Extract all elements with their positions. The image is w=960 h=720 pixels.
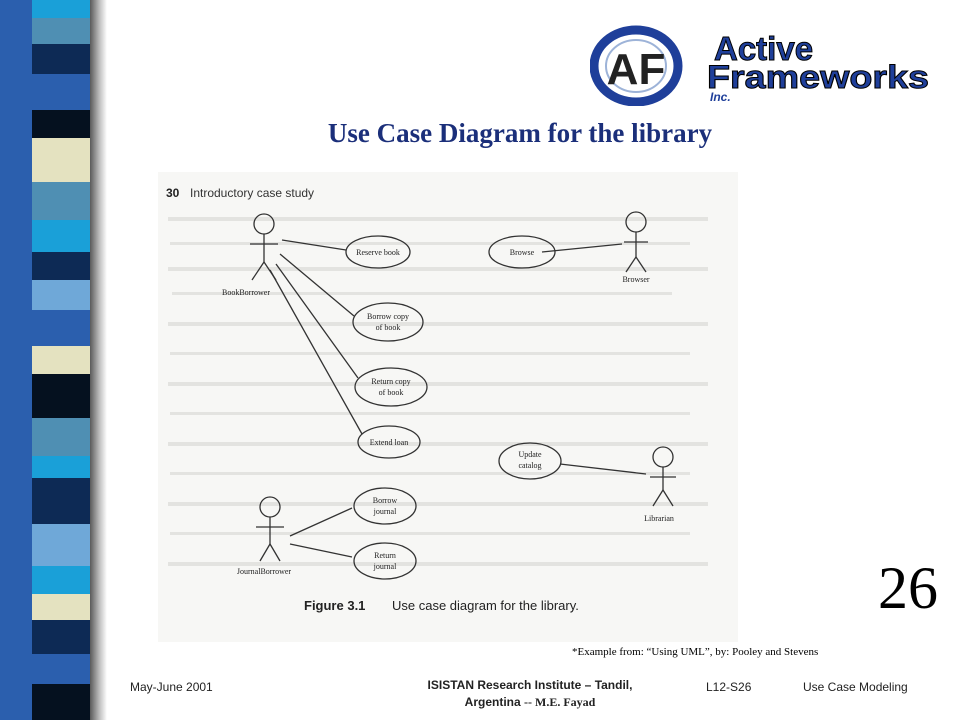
logo-text-active: Active bbox=[714, 30, 813, 67]
association-line bbox=[289, 507, 353, 537]
usecase-return-copy bbox=[354, 367, 428, 407]
side-block bbox=[32, 182, 90, 220]
side-block bbox=[32, 684, 90, 720]
footer-author: -- M.E. Fayad bbox=[524, 695, 596, 709]
figure-caption: Use case diagram for the library. bbox=[392, 598, 579, 613]
logo-text-inc: Inc. bbox=[710, 90, 731, 104]
usecase-label: journal bbox=[373, 507, 397, 516]
footer-institute-line2: Argentina -- M.E. Fayad bbox=[395, 694, 665, 711]
usecase-label: Return copy bbox=[371, 377, 410, 386]
usecase-update-catalog bbox=[498, 442, 562, 480]
side-block bbox=[32, 594, 90, 620]
actor-label: BookBorrower bbox=[222, 288, 270, 297]
usecase-label: catalog bbox=[518, 461, 541, 470]
usecase-label: Return bbox=[374, 551, 396, 560]
usecase-extend-loan bbox=[357, 425, 421, 459]
logo-ring bbox=[590, 25, 683, 106]
actor-librarian bbox=[650, 446, 676, 507]
side-block bbox=[32, 252, 90, 280]
usecase-label: Borrow copy bbox=[367, 312, 409, 321]
side-block bbox=[32, 374, 90, 418]
association-line bbox=[281, 239, 347, 251]
slide-number: 26 bbox=[878, 555, 938, 621]
side-block bbox=[32, 18, 90, 44]
use-case-diagram-scan: 30 Introductory case study bbox=[158, 172, 738, 642]
footer-institute-line1: ISISTAN Research Institute – Tandil, bbox=[427, 678, 633, 692]
association-line bbox=[279, 253, 355, 317]
logo-mark: AF bbox=[607, 45, 666, 94]
side-block bbox=[32, 44, 90, 74]
usecase-label: of book bbox=[376, 323, 401, 332]
side-block bbox=[32, 280, 90, 310]
figure-label: Figure 3.1 bbox=[304, 598, 365, 613]
usecase-borrow-copy bbox=[352, 302, 424, 342]
usecase-label: journal bbox=[373, 562, 397, 571]
association-line bbox=[289, 543, 353, 558]
side-block bbox=[32, 566, 90, 594]
side-block bbox=[32, 0, 90, 18]
side-block bbox=[32, 524, 90, 566]
side-block bbox=[32, 346, 90, 374]
usecase-label: Borrow bbox=[373, 496, 398, 505]
usecase-label: Reserve book bbox=[356, 248, 400, 257]
association-line bbox=[275, 263, 359, 379]
association-line bbox=[269, 269, 363, 435]
logo-ring-inner bbox=[605, 39, 667, 93]
footer-date: May-June 2001 bbox=[130, 680, 213, 694]
usecase-label: Browse bbox=[510, 248, 535, 257]
footer-slide-code: L12-S26 bbox=[706, 680, 752, 694]
book-page-header: Introductory case study bbox=[190, 186, 314, 200]
scan-bleed-through bbox=[168, 217, 708, 566]
side-block bbox=[32, 654, 90, 684]
decorative-side-strip bbox=[0, 0, 107, 720]
usecase-return-journal bbox=[353, 542, 417, 580]
side-strip-shadow bbox=[90, 0, 107, 720]
logo-text-frameworks: Frameworks bbox=[707, 59, 929, 95]
usecase-borrow-journal bbox=[353, 487, 417, 525]
usecase-label: Update bbox=[518, 450, 542, 459]
side-block bbox=[32, 310, 90, 346]
actor-journalborrower bbox=[256, 496, 284, 562]
footer-topic: Use Case Modeling bbox=[803, 680, 908, 694]
actor-label: JournalBorrower bbox=[237, 567, 292, 576]
usecase-label: Extend loan bbox=[370, 438, 408, 447]
actor-browser bbox=[624, 211, 648, 273]
side-block bbox=[32, 74, 90, 110]
side-block bbox=[32, 220, 90, 252]
usecase-reserve-book bbox=[345, 235, 411, 269]
side-block bbox=[32, 456, 90, 478]
actor-label: Browser bbox=[622, 275, 649, 284]
citation-text: *Example from: “Using UML”, by: Pooley a… bbox=[572, 646, 819, 658]
side-block bbox=[32, 620, 90, 654]
actor-label: Librarian bbox=[644, 514, 674, 523]
footer-institute-country: Argentina bbox=[464, 695, 521, 709]
usecase-browse bbox=[488, 235, 556, 269]
side-block bbox=[32, 478, 90, 524]
side-block bbox=[32, 418, 90, 456]
association-line bbox=[559, 463, 647, 475]
side-block bbox=[32, 138, 90, 182]
book-page-number: 30 bbox=[166, 186, 180, 200]
footer-institute: ISISTAN Research Institute – Tandil, Arg… bbox=[395, 677, 665, 711]
usecase-label: of book bbox=[379, 388, 404, 397]
slide-title: Use Case Diagram for the library bbox=[327, 118, 713, 148]
active-frameworks-logo: AF Active Frameworks Inc. bbox=[590, 25, 930, 106]
side-strip-base bbox=[0, 0, 32, 720]
side-block bbox=[32, 110, 90, 138]
